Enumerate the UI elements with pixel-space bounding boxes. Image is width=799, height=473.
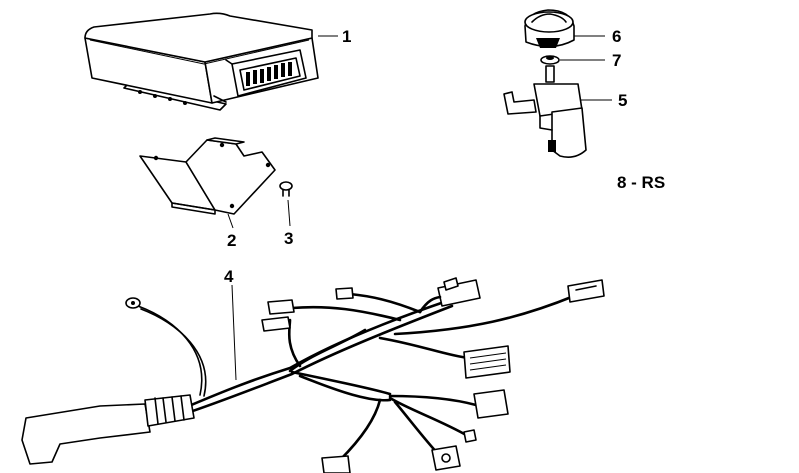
bracket-part-2[interactable] — [139, 137, 276, 229]
part-number-1: 1 — [342, 27, 351, 46]
part-number-6: 6 — [612, 27, 621, 46]
screw-part-3[interactable] — [279, 181, 293, 227]
part-number-5: 5 — [618, 91, 627, 110]
knob-part-6[interactable] — [524, 9, 605, 48]
part-number-2: 2 — [227, 231, 236, 250]
part-number-4: 4 — [224, 267, 234, 286]
part-number-3: 3 — [284, 229, 293, 248]
variant-label: 8 - RS — [617, 173, 665, 192]
part-number-7: 7 — [612, 51, 621, 70]
nut-part-7[interactable] — [540, 55, 605, 65]
control-unit-part-1[interactable] — [84, 12, 338, 111]
wiring-harness-part-4[interactable] — [21, 277, 605, 473]
switch-part-5[interactable] — [503, 65, 612, 158]
